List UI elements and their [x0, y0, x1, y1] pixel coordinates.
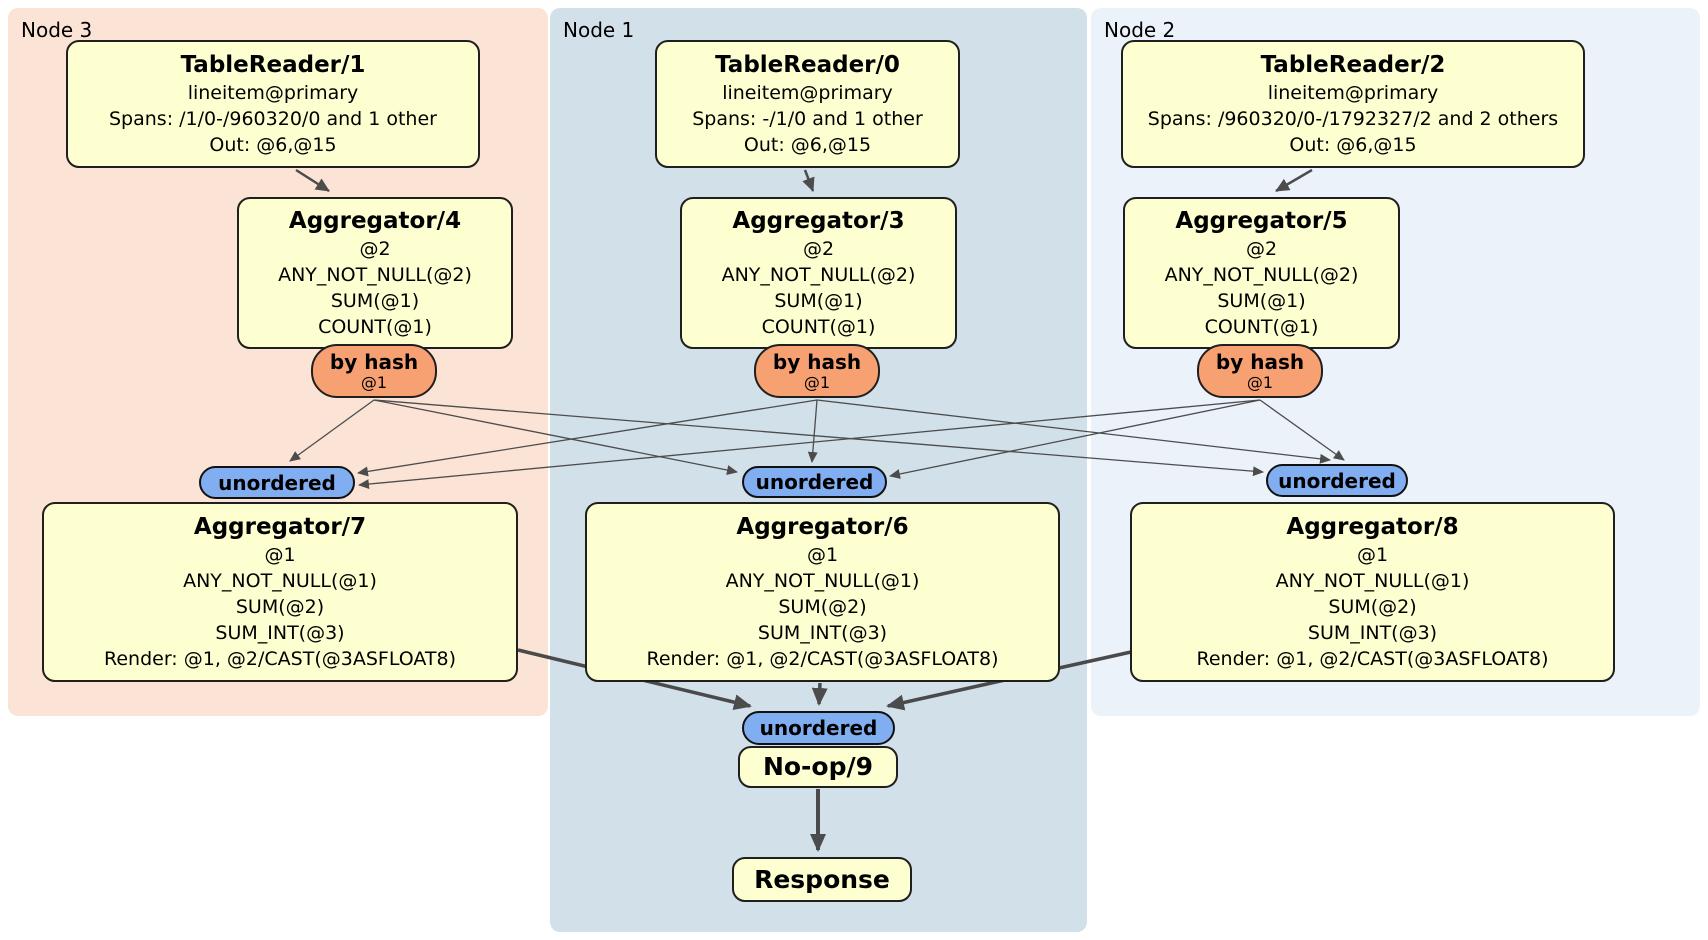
processor-detail: @2: [359, 237, 391, 260]
processor-title: No-op/9: [762, 752, 874, 781]
edge-hash3-sync6: [807, 399, 818, 463]
processor-aggregator-7: Aggregator/7 @1 ANY_NOT_NULL(@1) SUM(@2)…: [42, 502, 518, 682]
processor-detail: Spans: -/1/0 and 1 other: [692, 107, 923, 130]
edge-hash5-sync6: [889, 399, 1261, 479]
edge-hash4-sync6: [373, 399, 738, 475]
processor-detail: SUM(@2): [778, 595, 867, 618]
processor-title: Aggregator/8: [1286, 513, 1459, 540]
processor-detail: ANY_NOT_NULL(@1): [725, 569, 920, 592]
processor-aggregator-3: Aggregator/3 @2 ANY_NOT_NULL(@2) SUM(@1)…: [680, 197, 957, 349]
processor-aggregator-6: Aggregator/6 @1 ANY_NOT_NULL(@1) SUM(@2)…: [585, 502, 1060, 682]
processor-detail: @1: [264, 543, 296, 566]
processor-detail: ANY_NOT_NULL(@2): [721, 263, 916, 286]
processor-detail: lineitem@primary: [722, 81, 893, 104]
processor-detail: SUM(@2): [235, 595, 325, 618]
edge-hash5-sync7: [358, 399, 1261, 490]
processor-title: Aggregator/4: [288, 207, 462, 234]
router-label: by hash: [1215, 349, 1305, 374]
processor-detail: SUM(@2): [1328, 595, 1417, 618]
processor-title: Aggregator/7: [193, 513, 367, 540]
node2-region-label: Node 2: [1104, 18, 1176, 42]
processor-aggregator-8: Aggregator/8 @1 ANY_NOT_NULL(@1) SUM(@2)…: [1130, 502, 1615, 682]
processor-detail: SUM_INT(@3): [215, 621, 345, 644]
processor-detail: Out: @6,@15: [1289, 133, 1417, 156]
edge-hash5-sync8: [1259, 399, 1345, 461]
processor-detail: @2: [802, 237, 835, 260]
router-label: by hash: [329, 349, 419, 374]
edge-hash3-sync8: [816, 399, 1331, 464]
processor-detail: ANY_NOT_NULL(@1): [1275, 569, 1470, 592]
router-key: @1: [360, 372, 388, 392]
processor-title: TableReader/0: [715, 51, 900, 78]
processor-detail: Render: @1, @2/CAST(@3ASFLOAT8): [104, 647, 456, 670]
processor-title: TableReader/1: [180, 51, 366, 78]
processor-title: Aggregator/3: [732, 207, 905, 234]
edge-hash3-sync7: [357, 399, 818, 477]
processor-detail: SUM(@1): [330, 289, 420, 312]
hash-router-4: by hash @1: [311, 344, 437, 398]
processor-detail: Render: @1, @2/CAST(@3ASFLOAT8): [1196, 647, 1549, 670]
node1-region-label: Node 1: [563, 18, 635, 42]
processor-detail: ANY_NOT_NULL(@2): [278, 263, 472, 286]
edge-tr2-agg5: [1275, 168, 1313, 193]
processor-detail: Out: @6,@15: [743, 133, 872, 156]
processor-tablereader-2: TableReader/2 lineitem@primary Spans: /9…: [1121, 40, 1585, 168]
processor-detail: Spans: /960320/0-/1792327/2 and 2 others: [1147, 107, 1559, 130]
processor-detail: SUM(@1): [1217, 289, 1306, 312]
processor-detail: SUM_INT(@3): [757, 621, 888, 644]
processor-aggregator-4: Aggregator/4 @2 ANY_NOT_NULL(@2) SUM(@1)…: [237, 197, 513, 349]
router-key: @1: [1246, 372, 1274, 392]
processor-tablereader-0: TableReader/0 lineitem@primary Spans: -/…: [655, 40, 960, 168]
processor-response: Response: [732, 857, 912, 902]
edge-tr0-agg3: [802, 169, 815, 192]
processor-detail: Spans: /1/0-/960320/0 and 1 other: [109, 107, 437, 130]
edge-tr1-agg4: [295, 168, 330, 193]
processor-detail: lineitem@primary: [1267, 81, 1439, 104]
sync-unordered-6: unordered: [742, 466, 887, 498]
sync-unordered-8: unordered: [1266, 464, 1408, 497]
processor-detail: SUM_INT(@3): [1307, 621, 1438, 644]
processor-tablereader-1: TableReader/1 lineitem@primary Spans: /1…: [66, 40, 480, 168]
hash-router-5: by hash @1: [1197, 344, 1323, 398]
router-key: @1: [803, 372, 831, 392]
processor-detail: @1: [1356, 543, 1389, 566]
processor-title: TableReader/2: [1260, 51, 1446, 78]
node3-region-label: Node 3: [21, 18, 93, 42]
processor-detail: COUNT(@1): [1204, 315, 1319, 338]
sync-unordered-final: unordered: [742, 711, 895, 745]
edge-hash4-sync7: [289, 399, 375, 462]
hash-router-3: by hash @1: [754, 344, 880, 398]
processor-detail: SUM(@1): [774, 289, 863, 312]
processor-title: Response: [754, 864, 890, 894]
edge-hash4-sync8: [373, 399, 1264, 477]
edge-agg6-syncbot: [811, 682, 828, 706]
processor-detail: ANY_NOT_NULL(@2): [1164, 263, 1359, 286]
processor-detail: COUNT(@1): [761, 315, 876, 338]
processor-detail: COUNT(@1): [318, 315, 432, 338]
processor-detail: lineitem@primary: [187, 81, 359, 104]
router-label: by hash: [772, 349, 862, 374]
processor-detail: Render: @1, @2/CAST(@3ASFLOAT8): [646, 647, 999, 670]
processor-noop-9: No-op/9: [738, 746, 898, 788]
processor-title: Aggregator/6: [736, 513, 909, 540]
sync-unordered-7: unordered: [199, 466, 355, 499]
processor-detail: ANY_NOT_NULL(@1): [183, 569, 377, 592]
processor-detail: @2: [1245, 237, 1278, 260]
processor-detail: Out: @6,@15: [209, 133, 337, 156]
processor-aggregator-5: Aggregator/5 @2 ANY_NOT_NULL(@2) SUM(@1)…: [1123, 197, 1400, 349]
processor-detail: @1: [806, 543, 839, 566]
processor-title: Aggregator/5: [1175, 207, 1348, 234]
